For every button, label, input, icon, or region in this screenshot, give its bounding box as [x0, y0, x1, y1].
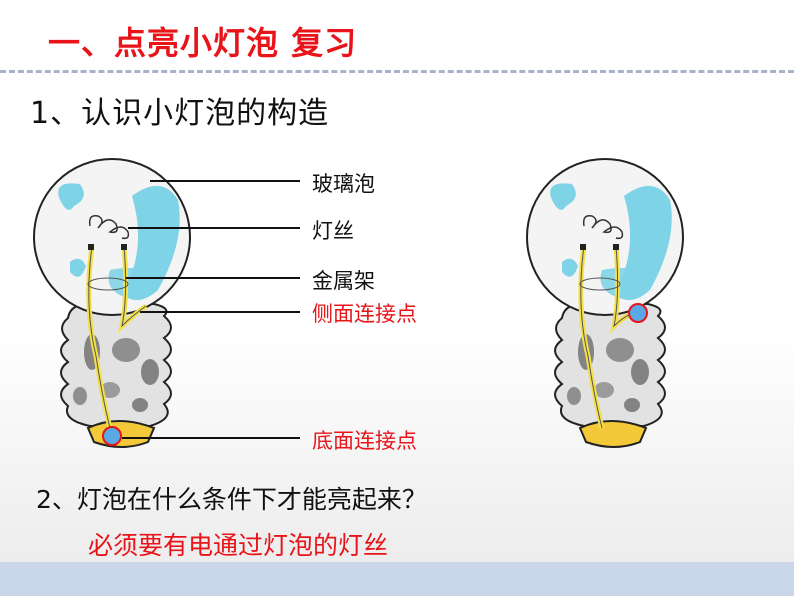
left-filament: [88, 214, 130, 240]
right-filament: [582, 214, 624, 240]
question-text: 2、灯泡在什么条件下才能亮起来？: [36, 485, 427, 514]
right-base-cap: [578, 420, 648, 448]
label-metal-frame: 金属架: [312, 269, 375, 293]
title-divider: [0, 70, 794, 73]
label-filament: 灯丝: [312, 219, 354, 243]
answer-text: 必须要有电通过灯泡的灯丝: [88, 531, 389, 560]
left-bulb: [33, 158, 191, 448]
label-bottom-contact: 底面连接点: [312, 429, 417, 453]
left-bottom-contact: [102, 426, 122, 446]
label-side-contact: 侧面连接点: [312, 302, 417, 326]
right-side-contact: [628, 303, 648, 323]
slide-title: 一、点亮小灯泡 复习: [48, 24, 358, 62]
label-glass-bulb: 玻璃泡: [312, 172, 375, 196]
left-screw-base: [60, 303, 172, 427]
leader-lines: [122, 180, 300, 439]
section-heading: 1、认识小灯泡的构造: [30, 96, 330, 131]
right-screw-base: [554, 303, 666, 427]
right-bulb: [526, 158, 684, 448]
footer-bar: [0, 562, 794, 596]
